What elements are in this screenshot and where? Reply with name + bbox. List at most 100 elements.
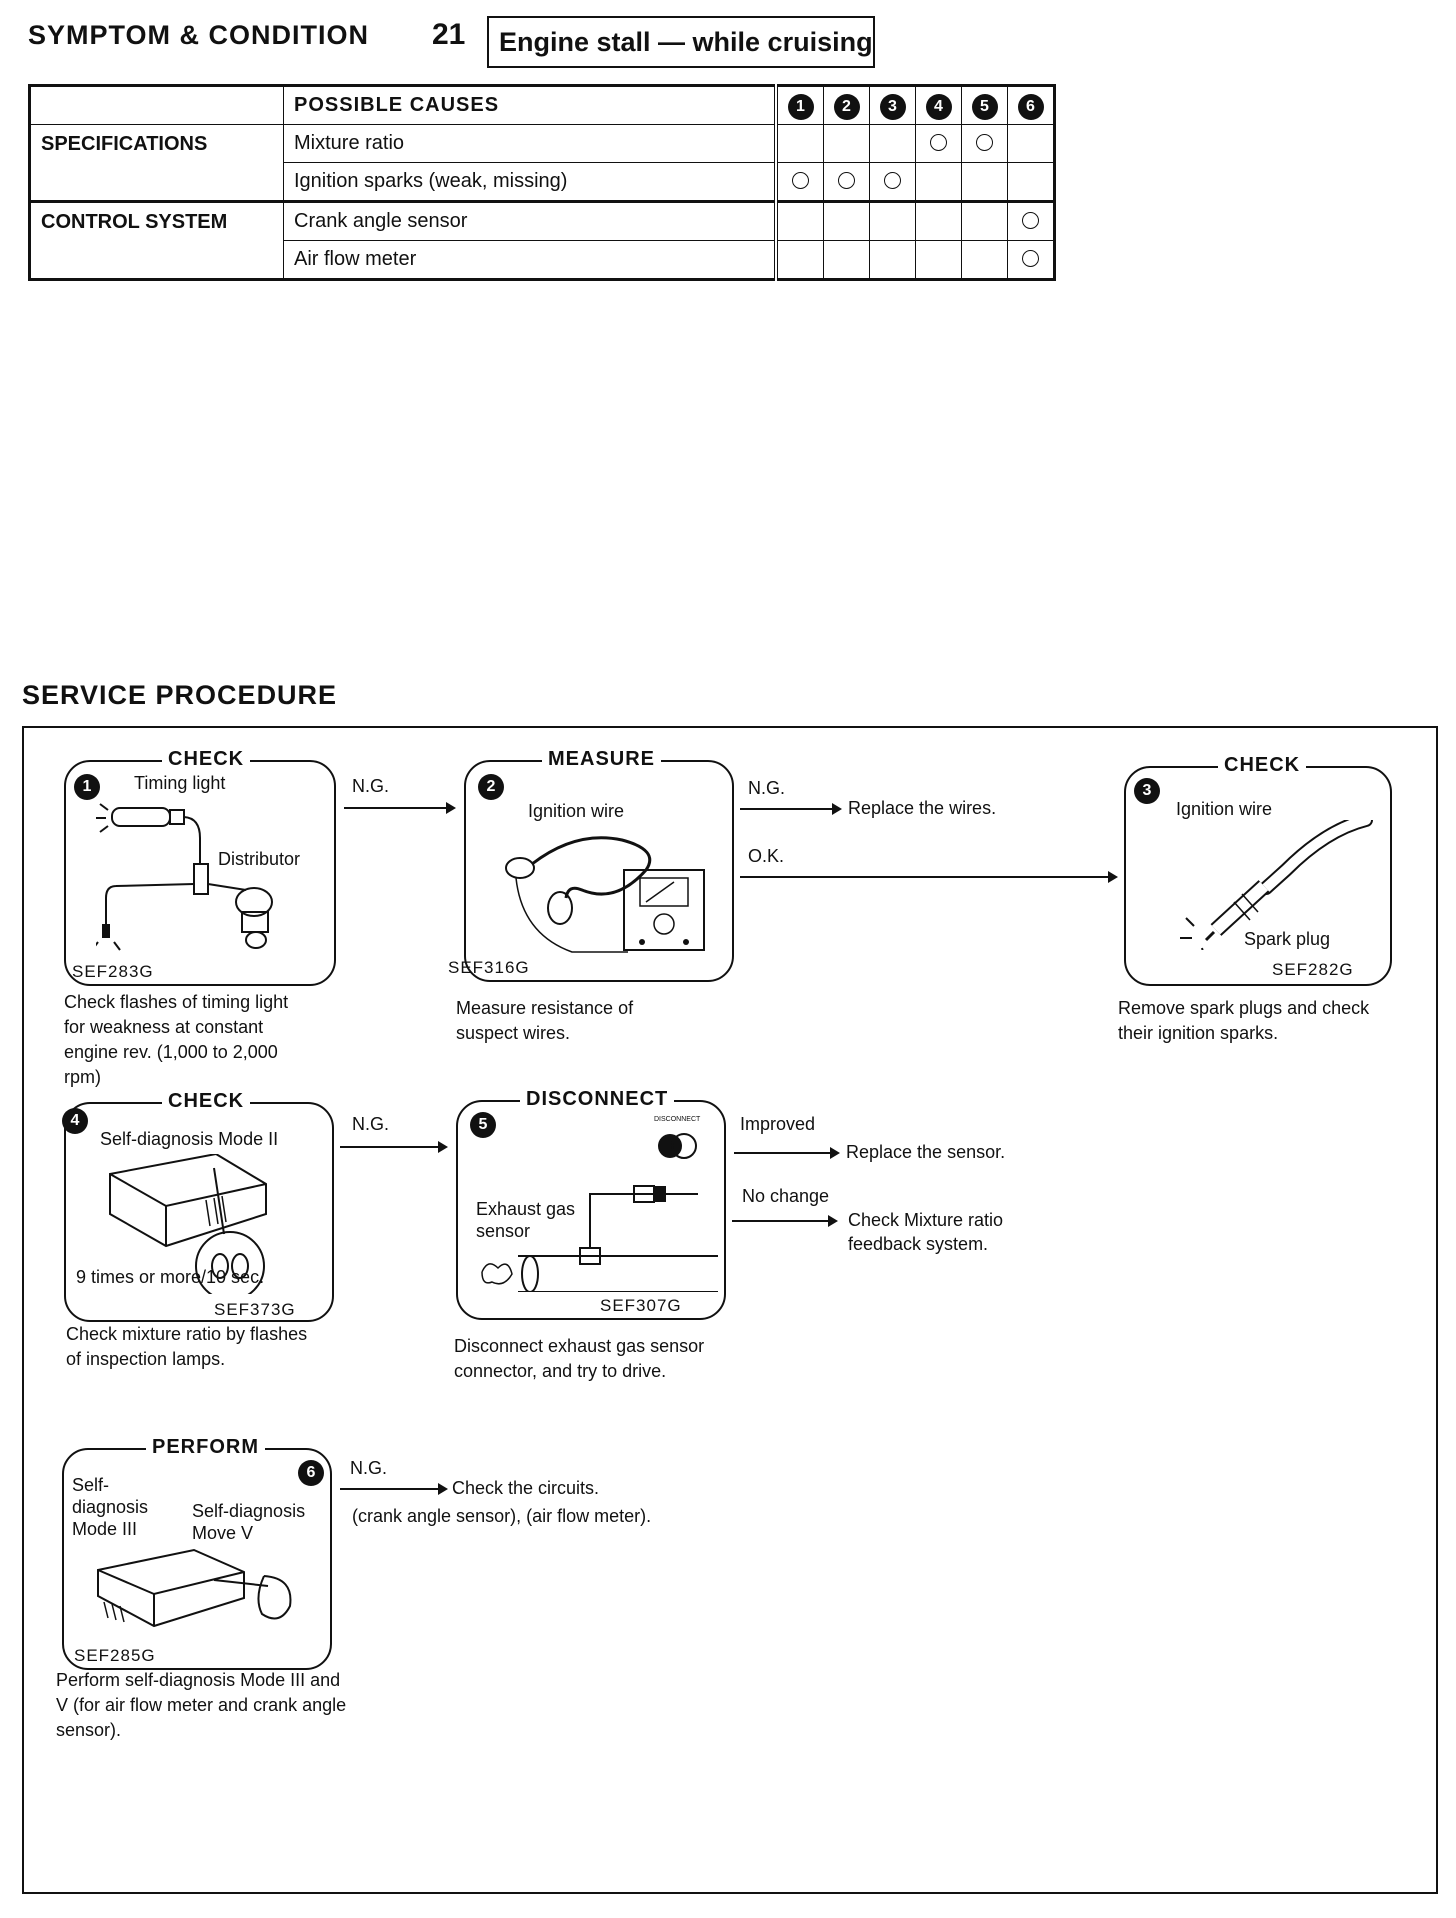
cause-circle-mark [930, 133, 947, 151]
column-number-1: 1 [774, 85, 824, 125]
cause-mark [1007, 124, 1055, 163]
symptom-label: SYMPTOM & CONDITION [28, 20, 370, 50]
step-5-disconnect-tag: DISCONNECT [654, 1116, 701, 1123]
step-1-card: CHECK 1 Timing light Distributor SEF283G [64, 748, 336, 986]
cause-mark [961, 162, 1008, 202]
step-5-nochange-arrow [732, 1215, 838, 1227]
step-6-card: PERFORM 6 Self-diagnosis Mode III Self-d… [62, 1436, 332, 1670]
cause-circle-mark [976, 133, 993, 151]
cause-mark [823, 201, 870, 241]
cause-circle-mark [838, 171, 855, 189]
cause-mark [774, 162, 824, 202]
cause-circle-mark [1022, 211, 1039, 229]
step-1-action: CHECK [162, 748, 251, 771]
table-row: SPECIFICATIONS Mixture ratio [29, 124, 1055, 203]
step-6-ng-label: N.G. [350, 1458, 388, 1478]
step-4-code: SEF373G [214, 1300, 296, 1319]
step-4-label-self-diagnosis: Self-diagnosis Mode II [100, 1129, 279, 1149]
step-2-ng-result: Replace the wires. [848, 798, 997, 818]
step-2-card: MEASURE 2 Ignition wire SEF316G [448, 748, 734, 982]
step-4-description: Check mixture ratio by flashes of inspec… [66, 1324, 308, 1369]
step-5-improved-label: Improved [740, 1114, 816, 1134]
step-4-action: CHECK [162, 1090, 251, 1113]
control-unit-screwdriver-illustration [97, 1548, 292, 1628]
step-4-number: 4 [62, 1108, 88, 1134]
step-6-description: Perform self-diagnosis Mode III and V (f… [56, 1670, 347, 1740]
cause-mark [961, 240, 1008, 280]
step-1-number: 1 [74, 774, 100, 800]
step-1-ng-label: N.G. [352, 776, 390, 796]
step-6-code: SEF285G [74, 1646, 156, 1665]
control-unit-lamps-illustration [109, 1154, 267, 1294]
cause-mark [774, 201, 824, 241]
column-number-6: 6 [1007, 85, 1055, 125]
step-5-number: 5 [470, 1112, 496, 1138]
exhaust-gas-sensor-illustration [481, 1133, 718, 1292]
cause-mark [774, 240, 824, 280]
column-number-3: 3 [869, 85, 916, 125]
cause-circle-mark [884, 171, 901, 189]
step-2-ng-arrow [740, 803, 842, 815]
step-6-label-mode-v: Self-diagnosis Move V [192, 1501, 306, 1543]
column-number-2: 2 [823, 85, 870, 125]
cause-mark [915, 162, 962, 202]
step-1-ng-arrow [344, 802, 456, 814]
step-2-label-ignition-wire: Ignition wire [528, 801, 625, 821]
cause-mark [961, 124, 1008, 163]
step-3-action: CHECK [1218, 754, 1307, 777]
spark-plug-illustration [1180, 820, 1373, 950]
step-3-card: CHECK 3 Ignition wire Spark plug SEF282G [1124, 754, 1392, 986]
step-4-label-flash-rate: 9 times or more/10 sec. [76, 1267, 265, 1287]
step-2-ok-label: O.K. [748, 846, 785, 866]
cause-label: Crank angle sensor [283, 201, 777, 241]
group-specifications: SPECIFICATIONS [29, 124, 284, 203]
cause-mark [915, 240, 962, 280]
step-5-label-sensor: Exhaust gas sensor [476, 1199, 576, 1241]
step-2-ng-label: N.G. [748, 778, 786, 798]
table-row: Air flow meter [30, 240, 1055, 280]
cause-circle-mark [792, 171, 809, 189]
cause-mark [869, 240, 916, 280]
step-5-nochange-label: No change [742, 1186, 830, 1206]
cause-label: Ignition sparks (weak, missing) [283, 162, 777, 202]
group-control-system: CONTROL SYSTEM [29, 201, 284, 280]
cause-label: Mixture ratio [283, 124, 777, 163]
step-3-label-ignition-wire: Ignition wire [1176, 799, 1273, 819]
step-5-description: Disconnect exhaust gas sensor connector,… [454, 1336, 705, 1381]
step-1-label-timing-light: Timing light [134, 773, 226, 793]
step-2-action: MEASURE [542, 748, 662, 771]
table-row: Ignition sparks (weak, missing) [29, 162, 1055, 202]
step-5-action: DISCONNECT [520, 1088, 675, 1111]
cause-mark [823, 124, 870, 163]
step-6-action: PERFORM [146, 1436, 265, 1459]
step-5-card: DISCONNECT 5 DISCONNECT Exhaust gas sens… [456, 1088, 726, 1320]
service-procedure-frame [22, 726, 1438, 1894]
possible-causes-header: POSSIBLE CAUSES [283, 85, 777, 125]
cause-label: Air flow meter [283, 240, 777, 280]
step-6-ng-arrow [340, 1483, 448, 1495]
cause-mark [1007, 162, 1055, 202]
cause-mark [869, 162, 916, 202]
step-6-ng-result: Check the circuits. [452, 1478, 600, 1498]
step-6-label-mode-iii: Self-diagnosis Mode III [72, 1475, 149, 1539]
step-6-number: 6 [298, 1460, 324, 1486]
step-1-description: Check flashes of timing light for weakne… [64, 992, 289, 1087]
cause-mark [774, 124, 824, 163]
step-3-description: Remove spark plugs and check their ignit… [1118, 998, 1370, 1043]
step-5-nochange-result-line2: feedback system. [848, 1234, 989, 1254]
step-1-code: SEF283G [72, 962, 154, 981]
ignition-wire-ohmmeter-illustration [505, 836, 705, 953]
cause-mark [915, 201, 962, 241]
cause-mark [869, 201, 916, 241]
step-3-number: 3 [1134, 778, 1160, 804]
step-4-ng-arrow [340, 1141, 448, 1153]
column-number-5: 5 [961, 85, 1008, 125]
symptom-condition: Engine stall — while cruising [487, 16, 875, 68]
step-5-nochange-result-line1: Check Mixture ratio [848, 1210, 1004, 1230]
step-4-ng-label: N.G. [352, 1114, 390, 1134]
step-3-label-spark-plug: Spark plug [1244, 929, 1331, 949]
cause-circle-mark [1022, 249, 1039, 267]
possible-causes-table: POSSIBLE CAUSES 1 2 3 4 5 6 SPECIFICATIO… [28, 84, 1056, 281]
column-number-4: 4 [915, 85, 962, 125]
service-procedure-title: SERVICE PROCEDURE [22, 680, 338, 710]
